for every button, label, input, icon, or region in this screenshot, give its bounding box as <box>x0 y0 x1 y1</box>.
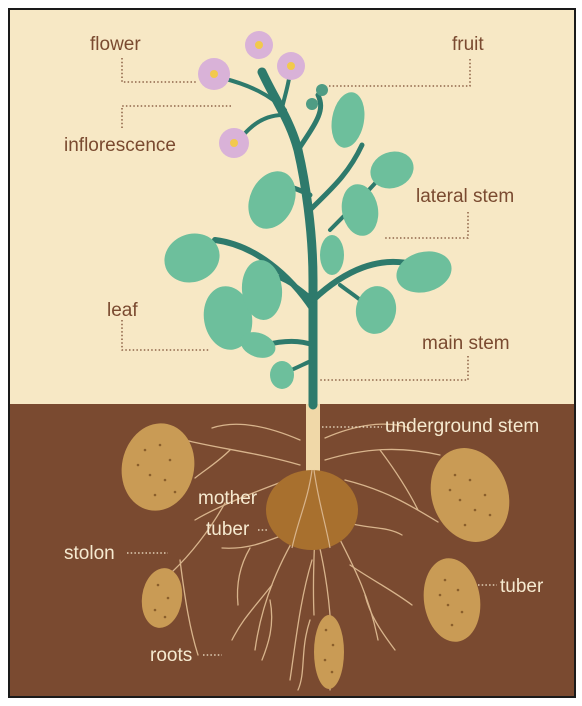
label-main-stem: main stem <box>422 333 510 354</box>
underground-stem <box>306 404 320 474</box>
label-mother-tuber-line2: tuber <box>206 519 250 540</box>
flower-4 <box>219 128 249 158</box>
label-inflorescence: inflorescence <box>64 135 176 156</box>
label-tuber: tuber <box>500 576 544 597</box>
label-lateral-stem: lateral stem <box>416 186 514 207</box>
label-leaf: leaf <box>107 300 138 321</box>
flower-2 <box>245 31 273 59</box>
flower-1 <box>198 58 230 90</box>
mother-tuber <box>266 470 358 550</box>
label-underground-stem: underground stem <box>385 416 539 437</box>
label-fruit: fruit <box>452 34 484 55</box>
tuber-bottom <box>314 615 344 689</box>
label-stolon: stolon <box>64 543 115 564</box>
label-roots: roots <box>150 645 192 666</box>
flower-3 <box>277 52 305 80</box>
label-flower: flower <box>90 34 141 55</box>
label-mother-tuber-line1: mother <box>198 488 258 509</box>
